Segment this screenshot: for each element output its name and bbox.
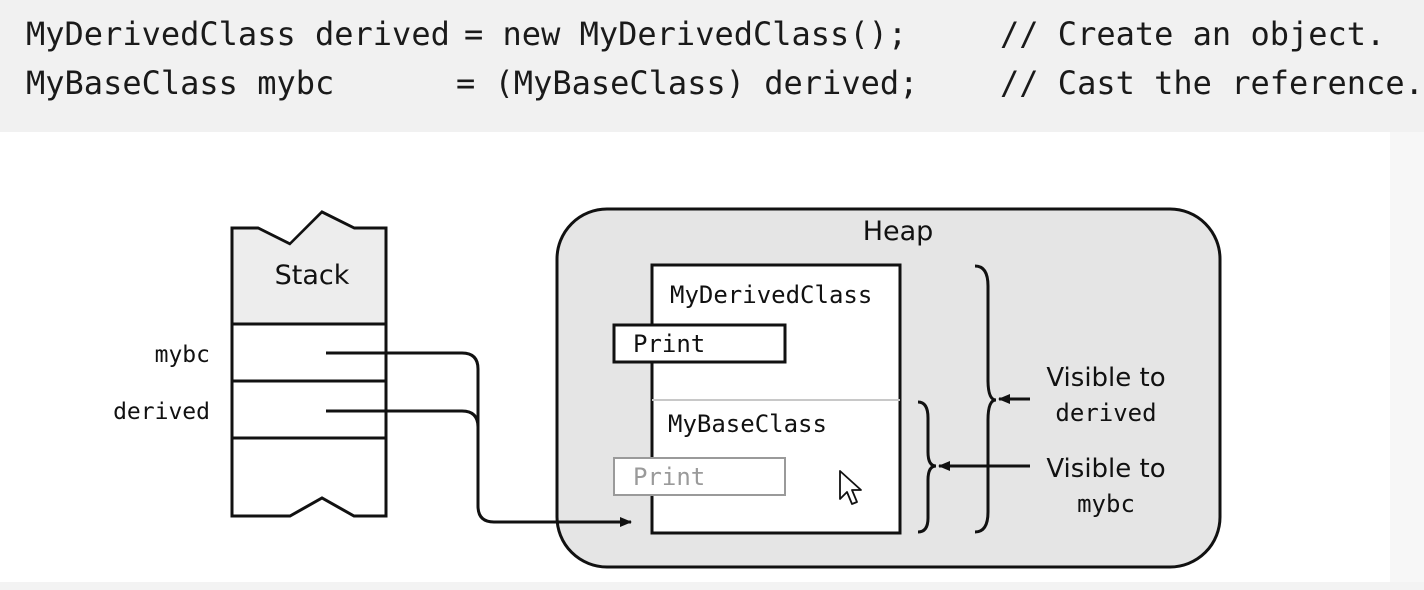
derived-print-method-box: [612, 323, 787, 364]
brace-mybc: [917, 400, 937, 534]
stack-title: Stack: [275, 260, 350, 291]
brace-derived: [974, 264, 997, 534]
code-declaration: MyDerivedClass derived: [26, 15, 450, 53]
code-comment: // Create an object.: [1000, 15, 1386, 53]
bottom-strip: [0, 582, 1424, 590]
visible-mybc-line1: Visible to: [1046, 454, 1165, 484]
code-panel: MyDerivedClass derived = new MyDerivedCl…: [0, 0, 1424, 132]
code-declaration: MyBaseClass mybc: [26, 64, 335, 102]
stack: Stack mybc derived: [113, 210, 388, 518]
code-assignment: = new MyDerivedClass();: [464, 15, 908, 53]
reference-line-derived: [326, 409, 480, 470]
stack-header-fill: [233, 213, 385, 323]
code-assignment: = (MyBaseClass) derived;: [456, 64, 919, 102]
base-print-method-box: [613, 457, 786, 496]
code-line-create-object: MyDerivedClass derived = new MyDerivedCl…: [26, 12, 1385, 56]
right-margin-strip: [1390, 132, 1424, 582]
stack-label-mybc: mybc: [155, 342, 210, 368]
base-class-name: MyBaseClass: [668, 410, 827, 438]
code-comment: // Cast the reference.: [1000, 64, 1424, 102]
code-line-cast-reference: MyBaseClass mybc = (MyBaseClass) derived…: [26, 61, 1424, 105]
visible-derived-line1: Visible to: [1046, 363, 1165, 393]
heap: Heap MyDerivedClass Print MyBaseClass Pr…: [555, 207, 1222, 569]
stack-label-derived: derived: [113, 399, 210, 425]
reference-arrows: [326, 351, 632, 527]
mouse-pointer-icon: [839, 470, 862, 505]
derived-class-name: MyDerivedClass: [670, 281, 872, 309]
memory-diagram: Stack mybc derived Heap MyDerivedClass P…: [113, 207, 1222, 569]
derived-print-method-label: Print: [633, 330, 705, 358]
visible-mybc-line2: mybc: [1077, 490, 1135, 518]
base-print-method-label: Print: [633, 463, 705, 491]
heap-title: Heap: [863, 216, 934, 247]
visible-derived-line2: derived: [1055, 399, 1156, 427]
